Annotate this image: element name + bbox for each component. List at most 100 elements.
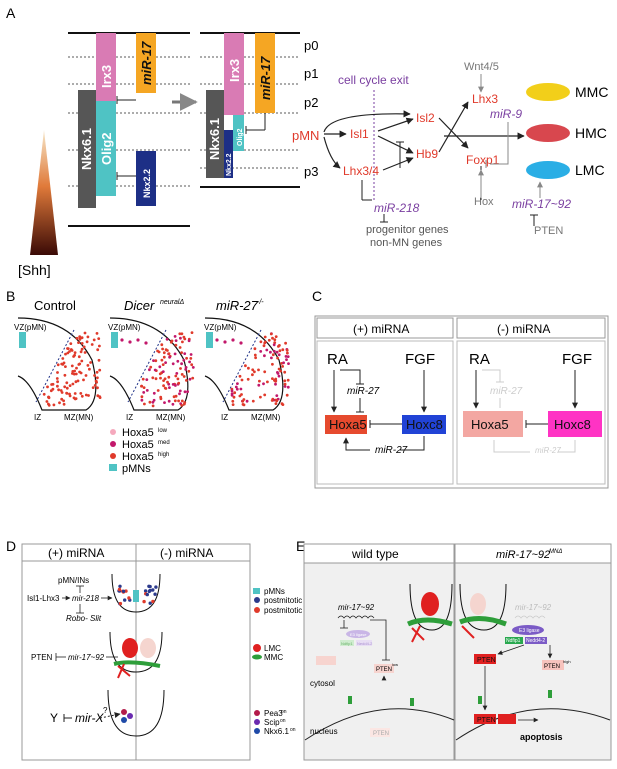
e-wt-pore-1 <box>348 696 352 704</box>
d-cell-dot <box>151 599 155 604</box>
d-minus-box <box>135 560 251 761</box>
e-wt-cord-outline <box>409 583 453 631</box>
b-vz-control: VZ(pMN) <box>14 323 47 332</box>
hoxa5-cell-dot <box>180 404 184 407</box>
e-wt-nedd4: Nedd4-2 <box>357 641 373 646</box>
e-mut-axons <box>461 625 475 639</box>
hoxa5-cell-dot <box>187 369 191 373</box>
d-legend-ins-dot <box>254 597 260 603</box>
hoxa5-cell-dot <box>182 335 186 339</box>
d-legend-scip-dot <box>254 719 260 725</box>
shh-gradient <box>30 130 58 255</box>
d-cell-dot <box>147 584 151 588</box>
hoxa5-cell-dot <box>56 380 59 384</box>
hoxa5-cell-dot <box>282 361 285 365</box>
d-cell-dot <box>117 587 122 592</box>
hoxa5-cell-dot <box>152 359 155 362</box>
hoxa5-cell-dot <box>190 331 194 334</box>
mir17-label-left: miR-17 <box>139 41 154 85</box>
c-plus-header: (+) miRNA <box>353 322 409 336</box>
hoxa5-cell-dot <box>244 364 247 368</box>
hoxa5-cell-dot <box>72 372 76 376</box>
e-mut-mmc <box>459 616 507 627</box>
hoxa5-cell-dot <box>185 379 188 382</box>
hoxa5-cell-dot <box>64 365 67 368</box>
hoxa5-cell-dot <box>286 378 290 382</box>
hoxa5-cell-dot <box>263 370 267 374</box>
shh-label: [Shh] <box>18 262 51 278</box>
c-plus-ra: RA <box>327 351 348 368</box>
d-scip-dot <box>127 713 133 719</box>
hoxa5-cell-dot <box>274 379 277 383</box>
hoxa5-cell-dot <box>154 377 158 381</box>
hoxa5-cell-dot <box>84 393 88 397</box>
nkx61-bar-right <box>206 90 224 178</box>
hoxa5-cell-dot <box>262 382 265 386</box>
d-legend-mmc: MMC <box>264 653 283 662</box>
b-legend-high: Hoxa5 <box>122 451 154 463</box>
domain-p1: p1 <box>304 66 318 81</box>
hmc-label: HMC <box>575 125 607 141</box>
d-nkx61-dot <box>121 717 127 723</box>
e-mut-nedd4: Nedd4-2 <box>526 638 545 644</box>
b-section-outlines <box>17 317 284 411</box>
hoxa5-cell-dot <box>88 367 91 371</box>
mir218-targets-2: non-MN genes <box>370 237 443 249</box>
hoxa5-cell-dot <box>143 402 146 406</box>
hoxa5-cell-dot <box>93 374 96 377</box>
mir17-bar-left <box>136 33 156 93</box>
e-wt-e3-label: E3 ligase <box>350 632 367 637</box>
c-minus-mir27-top: miR-27 <box>490 386 523 397</box>
c-minus-arrows <box>473 370 578 428</box>
hoxa5-cell-dot <box>91 386 95 389</box>
hoxa5-cell-dot <box>153 368 157 372</box>
network-arrows <box>323 101 525 171</box>
hoxa5-cell-dot <box>55 377 59 380</box>
c-minus-hoxc8-box <box>548 411 602 437</box>
hoxa5-cell-dot <box>284 355 288 358</box>
hoxa5-cell-dot <box>145 378 149 381</box>
hoxa5-cell-dot <box>95 332 99 335</box>
olig2-bar-right <box>233 115 244 151</box>
hoxa5-cell-dot <box>271 377 274 380</box>
b-legend-med: Hoxa5 <box>122 439 154 451</box>
d-legend-pea3-sup: on <box>281 709 287 715</box>
hoxa5-cell-dot <box>98 368 102 372</box>
d-cell-dot <box>123 598 127 602</box>
b-pmn-control <box>19 332 26 348</box>
hoxa5-cell-dot <box>76 379 80 383</box>
c-minus-hoxa5: Hoxa5 <box>471 417 509 432</box>
hoxa5-cell-dot <box>253 370 256 374</box>
d-cord-outline-1 <box>111 573 161 613</box>
hoxa5-cell-dot <box>251 399 255 403</box>
d-legend-pea3: Pea3 <box>264 709 283 718</box>
hoxa5-cell-dot <box>231 399 235 403</box>
panel-e-label: E <box>296 538 305 554</box>
d-row1-arrows <box>62 585 113 614</box>
hoxa5-ectopic-dot <box>120 338 124 342</box>
e-wt-arrows <box>340 619 390 681</box>
mir17-bar-right <box>255 33 275 113</box>
b-legend-high-dot <box>110 453 116 459</box>
b-title-dicer: Dicer <box>124 298 155 313</box>
d-cell-dot <box>127 596 131 600</box>
mir218-node: miR-218 <box>374 201 420 215</box>
irx3-label-right: Irx3 <box>227 59 242 82</box>
hoxa5-cell-dot <box>160 343 164 347</box>
hoxa5-cell-dot <box>46 385 49 389</box>
hoxa5-cell-dot <box>50 383 53 386</box>
d-cell-dot <box>118 584 122 588</box>
hoxa5-cell-dot <box>72 396 76 400</box>
hoxa5-cell-dot <box>60 397 64 401</box>
hoxa5-cell-dot <box>71 370 75 373</box>
hoxa5-cell-dot <box>233 391 237 395</box>
e-wt-mir1792: mir-17~92 <box>338 603 375 612</box>
hoxa5-cell-dot <box>257 383 261 387</box>
hoxa5-cell-dot <box>276 371 279 374</box>
hoxa5-cell-dot <box>191 376 195 380</box>
hoxa5-cell-dot <box>75 366 78 370</box>
hoxa5-cell-dot <box>174 374 178 378</box>
e-mut-pten-nuc-box <box>474 714 496 724</box>
c-plus-header-box <box>316 317 454 339</box>
hoxa5-cell-dot <box>98 344 101 348</box>
